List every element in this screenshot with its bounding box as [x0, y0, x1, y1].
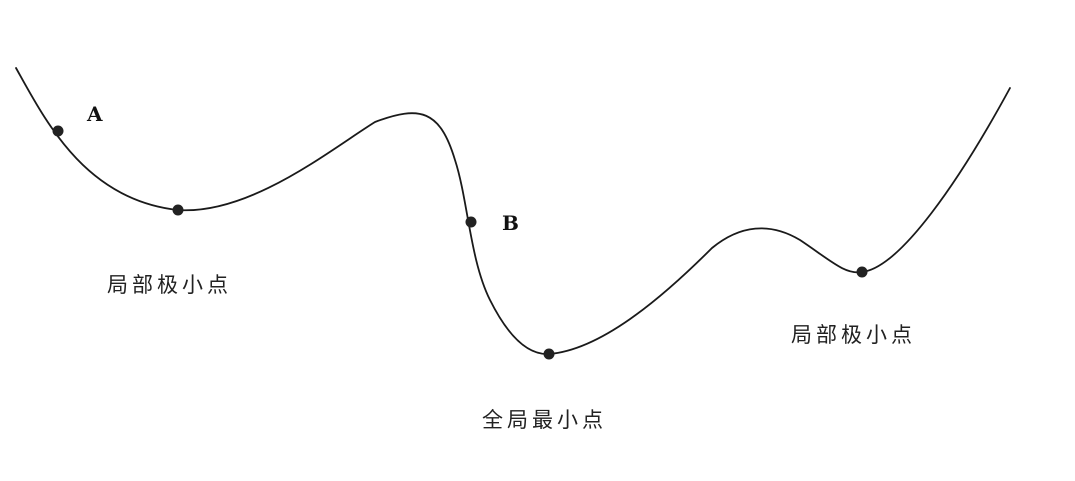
- point-b-label: B: [502, 211, 519, 235]
- global-min-marker: [543, 348, 555, 360]
- objective-function-curve: [15, 67, 1011, 355]
- point-a-marker: [52, 125, 64, 137]
- local-min-right-marker: [856, 266, 868, 278]
- local-min-right-label: 局部极小点: [791, 323, 916, 347]
- local-min-left-marker: [172, 204, 184, 216]
- global-min-label: 全局最小点: [482, 408, 607, 432]
- local-min-left-label: 局部极小点: [107, 273, 232, 297]
- point-a-label: A: [86, 102, 103, 126]
- point-b-marker: [465, 216, 477, 228]
